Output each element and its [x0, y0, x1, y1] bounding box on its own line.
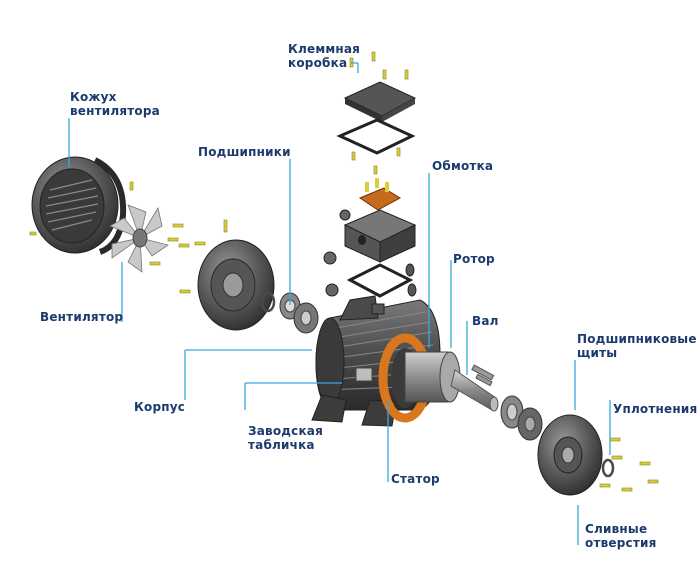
rear-end-shield: [197, 239, 275, 331]
label-shaft-text: Вал: [472, 314, 499, 328]
label-terminal-box-line2: коробка: [288, 56, 348, 70]
label-nameplate: Заводская табличка: [248, 424, 323, 452]
label-rotor-text: Ротор: [453, 252, 495, 266]
front-end-shield: [537, 414, 603, 496]
label-end-shields: Подшипниковые щиты: [577, 332, 697, 360]
label-drain-holes-line1: Сливные: [585, 522, 648, 536]
label-fan-cover-line1: Кожух: [70, 90, 117, 104]
label-nameplate-line1: Заводская: [248, 424, 324, 438]
label-end-shields-line2: щиты: [577, 346, 618, 360]
nameplate: [355, 367, 373, 382]
label-end-shields-line1: Подшипниковые: [577, 332, 697, 346]
label-terminal-box-line1: Клеммная: [288, 42, 361, 56]
fan: [109, 204, 169, 273]
label-winding-text: Обмотка: [432, 159, 494, 173]
label-fan-cover: Кожух вентилятора: [70, 90, 160, 118]
label-housing: Корпус: [134, 400, 185, 414]
terminal-box-gasket-lower: [346, 263, 414, 298]
label-stator-text: Статор: [391, 472, 440, 486]
leader-lines: [68, 62, 611, 545]
seal-ring: [601, 458, 615, 478]
label-bearings: Подшипники: [198, 145, 291, 159]
label-stator: Статор: [391, 472, 440, 486]
fan-cover: [31, 156, 127, 255]
terminal-block: [358, 178, 401, 211]
terminal-box-base: [343, 209, 417, 263]
label-winding: Обмотка: [432, 159, 493, 173]
label-bearings-text: Подшипники: [198, 145, 291, 159]
label-drain-holes: Сливные отверстия: [585, 522, 657, 550]
label-seals: Уплотнения: [613, 402, 697, 416]
label-housing-text: Корпус: [134, 400, 186, 414]
label-shaft: Вал: [472, 314, 499, 328]
rotor: [404, 351, 461, 403]
terminal-box-cover: [343, 81, 417, 122]
label-nameplate-line2: табличка: [248, 438, 315, 452]
bolts: [29, 51, 659, 492]
shaft-key: [475, 373, 493, 387]
label-rotor: Ротор: [453, 252, 495, 266]
label-fan: Вентилятор: [40, 310, 123, 324]
bearing-front: [500, 395, 543, 441]
label-drain-holes-line2: отверстия: [585, 536, 657, 550]
label-fan-cover-line2: вентилятора: [70, 104, 160, 118]
label-seals-text: Уплотнения: [613, 402, 698, 416]
label-fan-text: Вентилятор: [40, 310, 124, 324]
cable-glands: [323, 209, 417, 297]
terminal-box-gasket: [336, 118, 416, 155]
bearing-rear: [260, 291, 319, 334]
shaft: [450, 364, 499, 412]
label-terminal-box: Клеммная коробка: [288, 42, 360, 70]
